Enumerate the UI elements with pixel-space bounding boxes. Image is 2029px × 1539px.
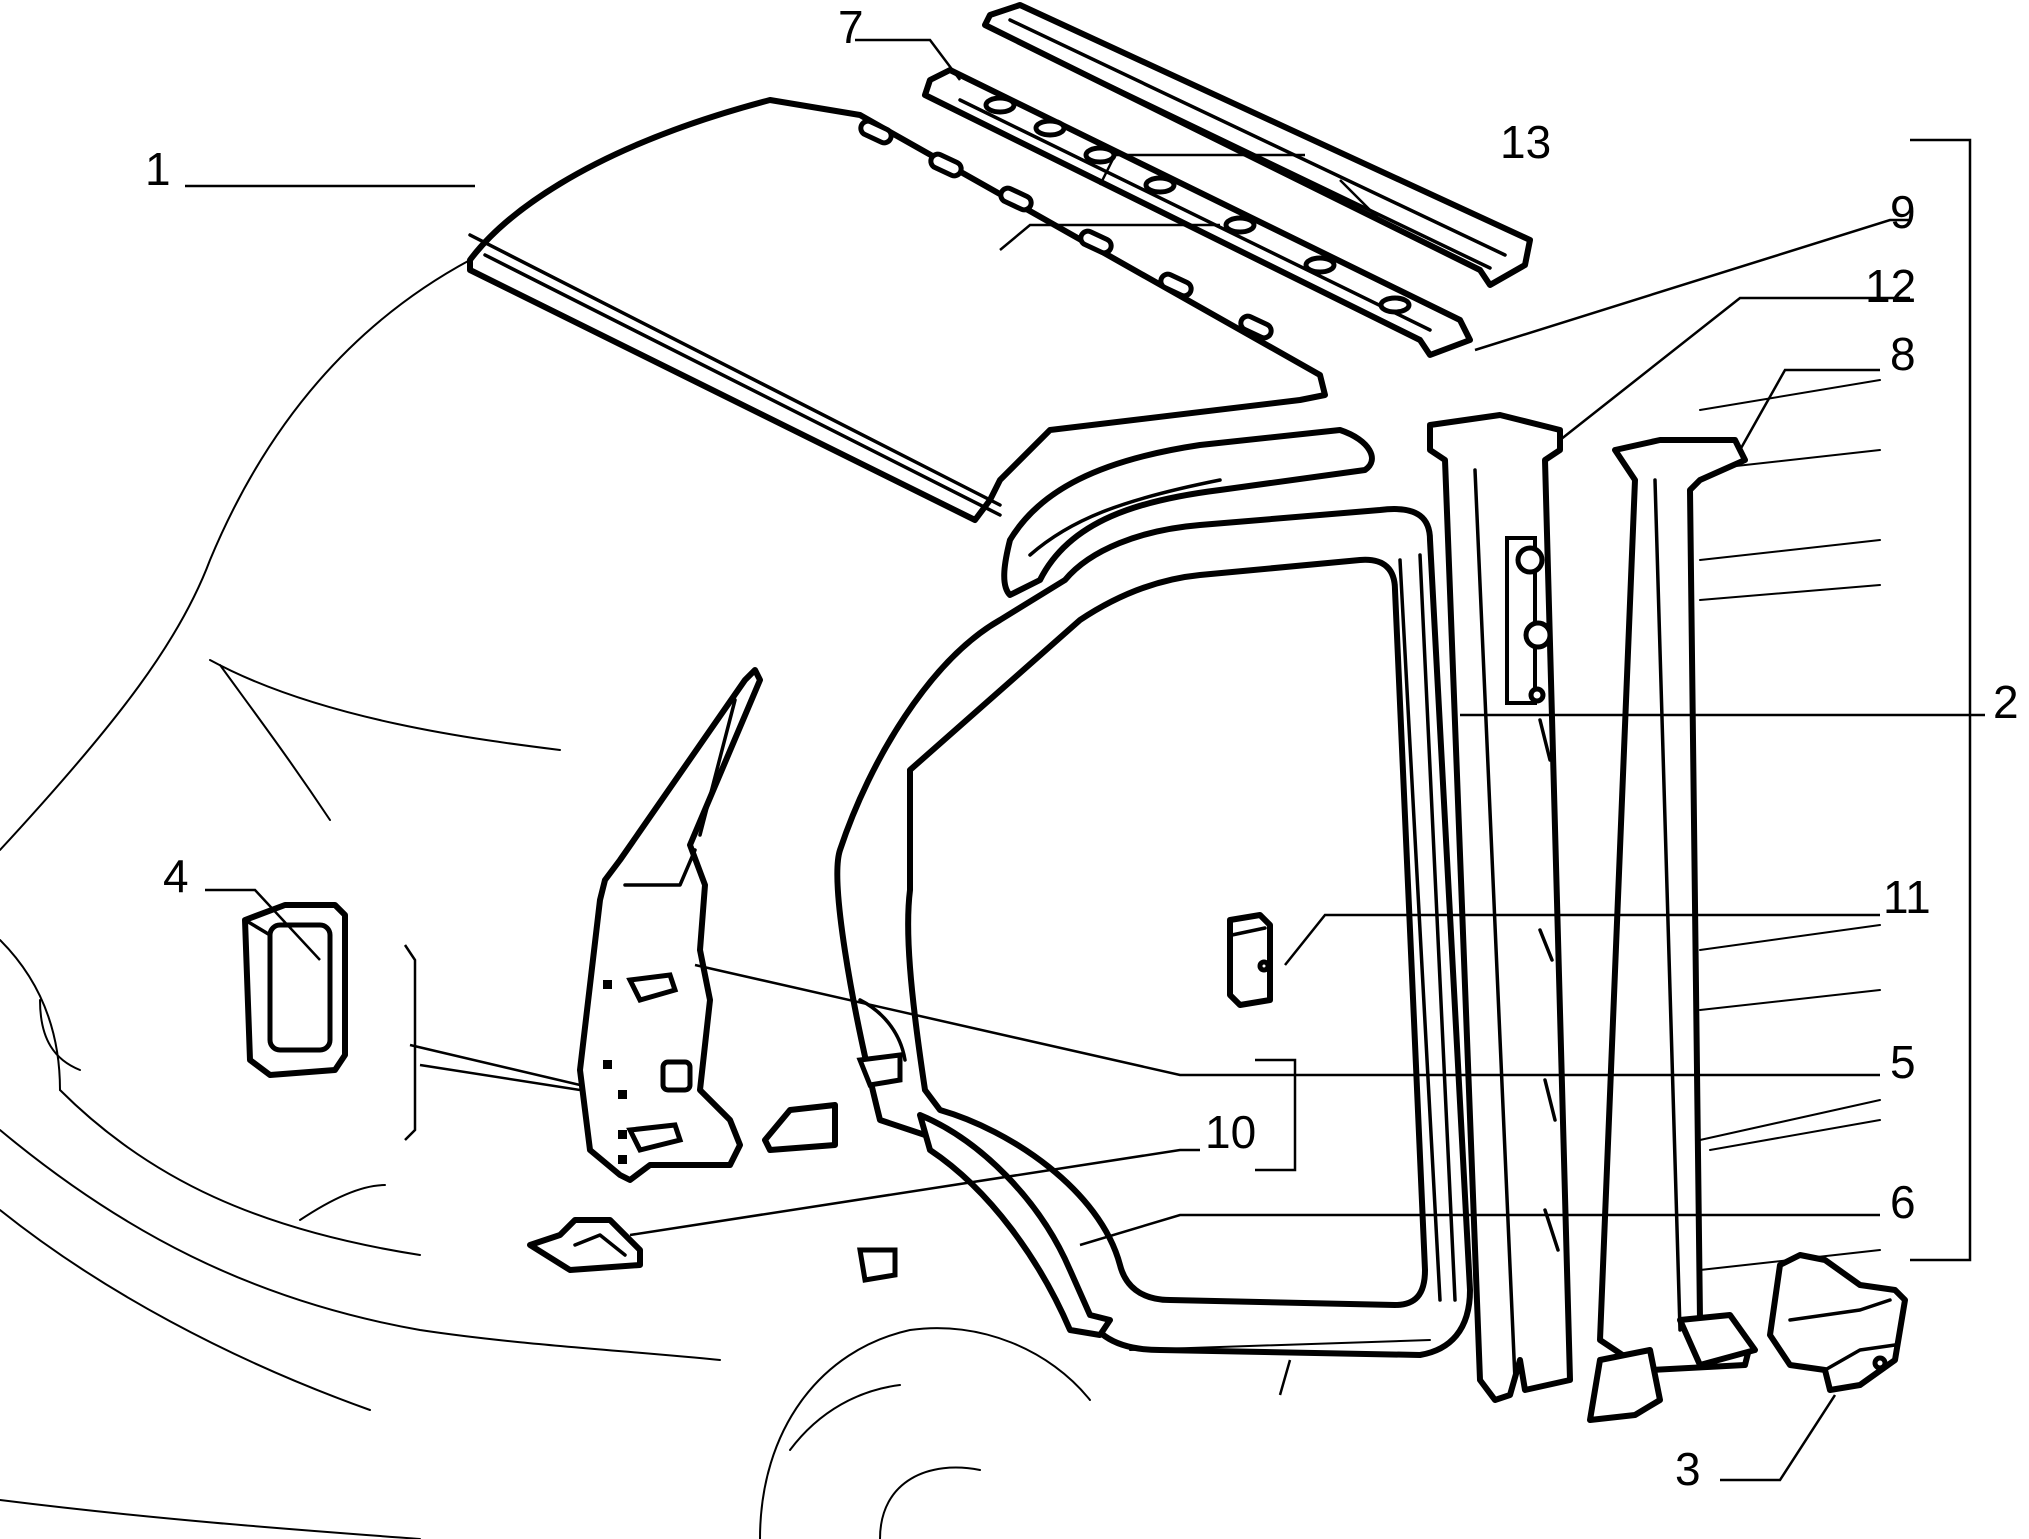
part-1-roof-panel [467, 97, 1328, 523]
part-6-wheel-arch [917, 1112, 1113, 1338]
part-2-side-frame [834, 506, 1473, 1358]
callout-5: 5 [1890, 1036, 1916, 1088]
callout-3: 3 [1675, 1443, 1701, 1495]
part-8-rear-pillar [1587, 437, 1758, 1423]
part-13-drip-channel [982, 2, 1533, 288]
part-7-roof-rail [922, 67, 1473, 358]
part-12-b-pillar [1427, 412, 1573, 1403]
callout-11: 11 [1883, 871, 1931, 923]
callout-8: 8 [1890, 328, 1916, 380]
callout-2: 2 [1993, 676, 2019, 728]
part-4-grommet [242, 902, 348, 1078]
part-10-bracket [527, 1217, 643, 1273]
small-gusset [762, 1102, 838, 1153]
roof-slots [858, 118, 1274, 341]
callout-13: 13 [1500, 116, 1551, 168]
callout-1: 1 [145, 143, 171, 195]
callout-4: 4 [163, 850, 189, 902]
rail-holes [983, 95, 1412, 315]
callout-7: 7 [838, 1, 864, 53]
callout-labels: 1 7 13 9 12 8 2 11 4 5 10 6 3 [145, 1, 2019, 1495]
leader-lines [185, 38, 1985, 1482]
callout-12: 12 [1865, 260, 1916, 312]
callout-10: 10 [1205, 1106, 1256, 1158]
part-3-rear-bracket [1767, 1252, 1908, 1393]
part-11-block [1227, 912, 1273, 1008]
callout-6: 6 [1890, 1176, 1916, 1228]
vehicle-body-outline [0, 259, 1881, 1539]
part-9-roof-header [1001, 427, 1375, 598]
callout-9: 9 [1890, 186, 1916, 238]
part-5-a-pillar-reinforcement [577, 667, 763, 1183]
